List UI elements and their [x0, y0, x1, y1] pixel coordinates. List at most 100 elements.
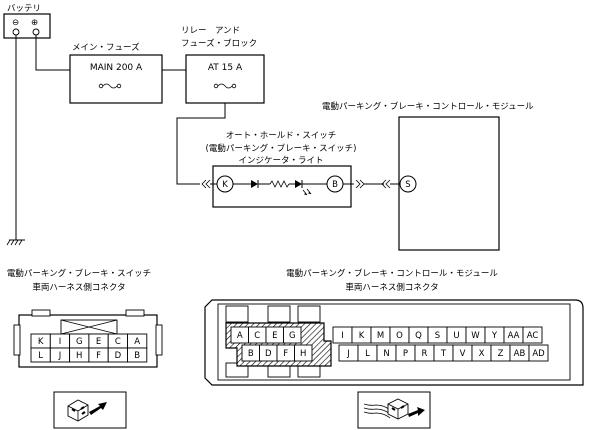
pin-G: G — [283, 326, 302, 344]
pin-V: V — [452, 344, 473, 362]
pin-D: D — [107, 347, 128, 363]
pin-J-label: J — [58, 351, 62, 361]
pin-F-label: F — [96, 351, 101, 361]
left-insertion-direction-icon — [53, 391, 127, 429]
right-connector-title-2: 車両ハーネス側コネクタ — [345, 282, 438, 293]
connector-chevron-left-icon — [201, 179, 211, 189]
left-connector-tab-1 — [31, 309, 51, 317]
pin-C-label: C — [254, 331, 260, 341]
battery-positive-icon: ⊕ — [31, 18, 38, 28]
switch-terminal-b-label: B — [332, 180, 338, 190]
pin-N-label: N — [383, 349, 389, 359]
battery-to-main-fuse-wire — [35, 35, 70, 71]
pin-R: R — [414, 344, 435, 362]
pin-AC-label: AC — [527, 331, 539, 341]
pin-L-label: L — [38, 351, 43, 361]
pin-Z-label: Z — [498, 349, 504, 359]
main-fuse-symbol-icon — [98, 83, 122, 89]
ground-icon — [6, 239, 25, 246]
pin-S: S — [427, 326, 448, 344]
switch-box — [212, 165, 352, 208]
pin-B: B — [241, 344, 260, 362]
indicator-light-label: インジケータ・ライト — [238, 156, 323, 166]
pin-Q-label: Q — [415, 331, 422, 341]
pin-Y-label: Y — [491, 331, 498, 341]
control-module: 電動パーキング・ブレーキ・コントロール・モジュール S — [322, 101, 534, 251]
pin-AB: AB — [509, 344, 530, 362]
pin-V-label: V — [460, 349, 466, 359]
battery-neg-terminal — [12, 28, 20, 36]
pin-I-label: I — [59, 337, 62, 347]
left-connector-title-2: 車両ハーネス側コネクタ — [32, 282, 125, 293]
pin-L: L — [30, 347, 51, 363]
right-insertion-direction-icon — [357, 391, 431, 429]
at-fuse-symbol-icon — [213, 83, 237, 89]
pin-Q: Q — [408, 326, 429, 344]
pin-M: M — [370, 326, 391, 344]
pin-P-label: P — [403, 349, 408, 359]
pin-O: O — [389, 326, 410, 344]
pin-D: D — [259, 344, 278, 362]
pin-B: B — [127, 347, 148, 363]
pin-A-label: A — [134, 337, 140, 347]
pin-AD-cell — [528, 344, 549, 362]
battery-label: バッテリ — [7, 4, 41, 14]
pin-H-label: H — [76, 351, 82, 361]
switch-label-2: (電動パーキング・ブレーキ・スイッチ) — [206, 143, 357, 154]
auto-hold-switch: オート・ホールド・スイッチ (電動パーキング・ブレーキ・スイッチ) インジケータ… — [201, 131, 365, 208]
main-fuse-box — [69, 54, 163, 104]
pin-X: X — [471, 344, 492, 362]
module-terminal-s-label: S — [405, 180, 410, 190]
pin-AC: AC — [522, 326, 543, 344]
pin-Y: Y — [484, 326, 505, 344]
module-label: 電動パーキング・ブレーキ・コントロール・モジュール — [322, 101, 534, 112]
pin-U: U — [446, 326, 467, 344]
battery-box — [3, 13, 51, 39]
pin-F: F — [88, 347, 109, 363]
left-connector-side-1 — [13, 324, 21, 356]
led-icon — [295, 180, 312, 196]
pin-W-label: W — [471, 331, 480, 341]
relay-block-label-2: フューズ・ブロック — [181, 38, 257, 49]
pin-R-label: R — [422, 349, 428, 359]
left-connector-side-2 — [155, 324, 163, 356]
relay-block-label-1: リレー アンド — [181, 26, 240, 36]
pin-E: E — [88, 333, 109, 349]
switch-harness-connector: 電動パーキング・ブレーキ・スイッチ 車両ハーネス側コネクタ K I G E C A L J H F… — [7, 268, 163, 368]
pin-W: W — [465, 326, 486, 344]
pin-H: H — [69, 347, 90, 363]
pin-C-label: C — [115, 337, 121, 347]
pin-J: J — [49, 347, 71, 363]
pin-K: K — [351, 326, 372, 344]
pin-F-label: F — [283, 349, 288, 359]
connector-chevron-right-icon — [355, 179, 365, 189]
pin-G-label: G — [289, 331, 296, 341]
pin-O-label: O — [396, 331, 403, 341]
pin-T-label: T — [440, 349, 447, 359]
left-connector-title-1: 電動パーキング・ブレーキ・スイッチ — [7, 268, 151, 279]
pin-G-label: G — [76, 337, 83, 347]
pin-N: N — [376, 344, 397, 362]
switch-terminal-k-label: K — [222, 180, 228, 190]
pin-M-label: M — [377, 331, 384, 341]
pin-AA-label: AA — [508, 331, 520, 341]
relay-fuse-block: リレー アンド フューズ・ブロック AT 15 A — [181, 26, 265, 104]
pin-J: J — [338, 344, 359, 362]
pin-Z: Z — [490, 344, 511, 362]
right-connector-key-2 — [267, 305, 291, 323]
pin-E-label: E — [96, 337, 101, 347]
pin-L-label: L — [365, 349, 370, 359]
at-fuse-to-switch-wire — [176, 103, 226, 185]
pin-B-label: B — [248, 349, 254, 359]
pin-I: I — [332, 326, 353, 344]
pin-S-label: S — [435, 331, 440, 341]
at-fuse-box — [185, 54, 265, 104]
module-connector-chevron-icon — [381, 179, 391, 189]
pin-B-label: B — [134, 351, 140, 361]
resistor-icon — [269, 180, 290, 188]
pin-K-label: K — [38, 337, 44, 347]
pin-H-label: H — [300, 349, 306, 359]
